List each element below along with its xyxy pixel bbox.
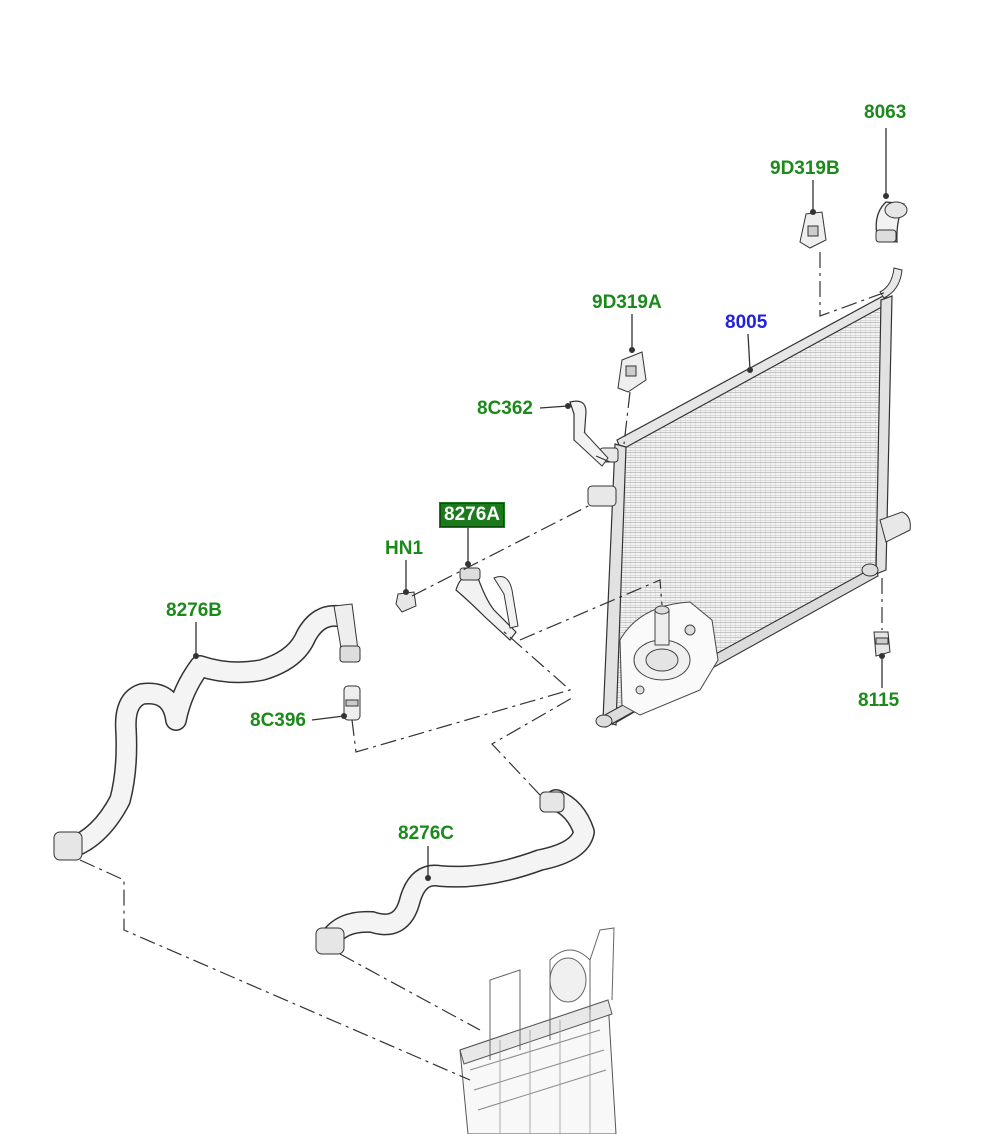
hose-8276B bbox=[53, 603, 361, 861]
hose-8C362 bbox=[569, 400, 609, 467]
callout-8276A-selected[interactable]: 8276A bbox=[439, 502, 505, 528]
auxiliary-pump bbox=[619, 601, 719, 716]
callout-9D319B[interactable]: 9D319B bbox=[770, 158, 840, 179]
sensor-8C396 bbox=[343, 685, 361, 721]
assembly-lines bbox=[79, 252, 887, 1081]
callout-8063[interactable]: 8063 bbox=[864, 102, 907, 123]
callout-8276C[interactable]: 8276C bbox=[398, 823, 454, 844]
engine-component bbox=[459, 927, 617, 1134]
bleed-screw-8115 bbox=[873, 631, 891, 657]
leader-dots bbox=[193, 193, 889, 881]
callout-9D319A[interactable]: 9D319A bbox=[592, 292, 662, 313]
bracket-9D319B bbox=[799, 211, 827, 249]
callout-8276B[interactable]: 8276B bbox=[166, 600, 222, 621]
hose-8276A bbox=[455, 567, 519, 641]
hose-8276C bbox=[315, 789, 595, 955]
nut-HN1 bbox=[395, 591, 417, 613]
hose-8063 bbox=[875, 201, 908, 243]
callout-HN1[interactable]: HN1 bbox=[385, 538, 424, 559]
leader-lines bbox=[195, 128, 887, 878]
callout-8115[interactable]: 8115 bbox=[858, 690, 900, 711]
callout-8C396[interactable]: 8C396 bbox=[250, 710, 306, 731]
callout-8C362[interactable]: 8C362 bbox=[477, 398, 533, 419]
callout-8005[interactable]: 8005 bbox=[725, 312, 768, 333]
bracket-9D319A bbox=[617, 351, 647, 393]
